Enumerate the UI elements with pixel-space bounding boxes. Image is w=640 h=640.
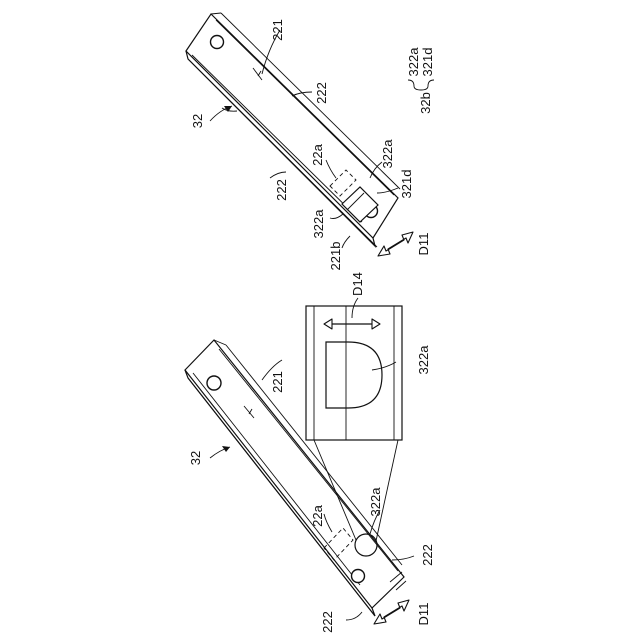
bottom-view: 221 32 22a 322a 222 222 D11 D14 322a — [185, 272, 435, 633]
label-322a-detail: 322a — [416, 345, 431, 375]
label-32: 32 — [188, 451, 203, 465]
legend-321d: 321d — [420, 48, 435, 77]
detail-box — [306, 306, 402, 440]
label-222-right: 222 — [420, 544, 435, 566]
top-view: 221 222 32 222 22a 322a 321d 322a 221b D… — [186, 13, 435, 270]
label-322a-right: 322a — [380, 139, 395, 169]
label-d14: D14 — [350, 272, 365, 296]
legend-32b: 32b — [418, 92, 433, 114]
top-d11-arrow-icon — [378, 232, 413, 256]
label-22a: 22a — [310, 143, 325, 165]
legend-group: 322a 321d 32b — [406, 47, 435, 114]
label-d11-top: D11 — [416, 233, 431, 256]
label-322a: 322a — [368, 487, 383, 517]
mounting-hole-icon — [211, 36, 224, 49]
bottom-d11-arrow-icon — [374, 600, 409, 624]
label-322a-left: 322a — [311, 209, 326, 239]
label-222-left: 222 — [320, 611, 335, 633]
label-22a: 22a — [310, 504, 325, 526]
top-rail — [186, 13, 400, 247]
label-d11-bottom: D11 — [416, 603, 431, 626]
label-222: 222 — [314, 82, 329, 104]
label-32: 32 — [190, 114, 205, 128]
label-221b: 221b — [328, 242, 343, 271]
label-321d: 321d — [399, 170, 414, 199]
label-222-lower: 222 — [274, 179, 289, 201]
mounting-hole-icon — [352, 570, 365, 583]
legend-322a: 322a — [406, 47, 421, 77]
label-221: 221 — [270, 371, 285, 393]
label-221: 221 — [270, 19, 285, 41]
mounting-hole-icon — [207, 376, 221, 390]
